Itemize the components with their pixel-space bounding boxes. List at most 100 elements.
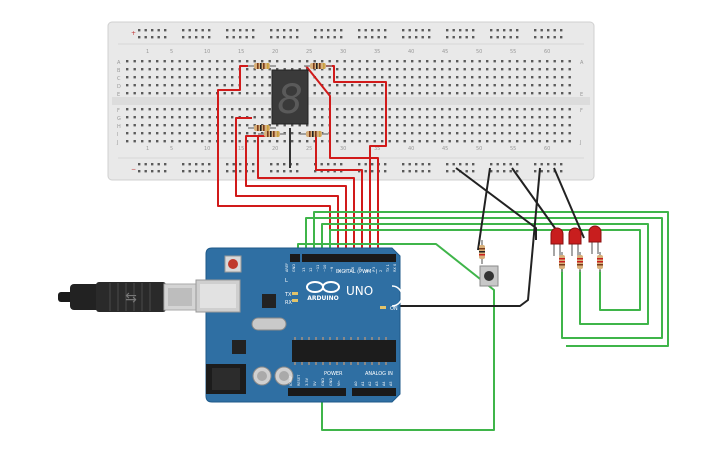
column-number: 20 xyxy=(272,146,278,152)
column-number: 10 xyxy=(204,49,210,55)
rail-minus-label: − xyxy=(131,166,136,173)
l-label: L xyxy=(285,278,288,284)
aref-label: AREF xyxy=(285,263,289,272)
row-letter: B xyxy=(117,68,121,74)
pin-label: TX 1 xyxy=(386,264,390,273)
column-number: 25 xyxy=(306,146,312,152)
row-letter: E xyxy=(117,92,120,98)
resistor[interactable] xyxy=(559,252,565,272)
button-pulldown-resistor[interactable] xyxy=(479,240,485,264)
row-letter: J xyxy=(116,140,118,146)
column-number: 60 xyxy=(544,146,550,152)
digital-label: DIGITAL (PWM~) xyxy=(336,269,378,275)
red-wire[interactable] xyxy=(325,65,387,256)
column-number: 45 xyxy=(442,49,448,55)
row-letter: E xyxy=(580,92,583,98)
breadboard-holes[interactable] xyxy=(126,29,571,173)
pin-label: RESET xyxy=(297,374,301,386)
resistor[interactable] xyxy=(258,131,286,137)
column-number: 1 xyxy=(146,146,149,152)
pin-label: 5V xyxy=(313,381,317,386)
usb-cable[interactable]: ⇆ xyxy=(58,282,197,312)
arduino-logo-text: ARDUINO xyxy=(307,295,338,302)
column-number: 60 xyxy=(544,49,550,55)
power-label: POWER xyxy=(324,371,343,377)
pin-label: 2 xyxy=(379,270,383,272)
column-number: 55 xyxy=(510,49,516,55)
column-number: 15 xyxy=(238,49,244,55)
pin-label: IOREF xyxy=(289,376,293,386)
on-label: ON xyxy=(390,306,398,312)
black-wire[interactable] xyxy=(553,167,585,239)
led[interactable] xyxy=(588,225,602,254)
display-digit: 8 xyxy=(277,77,302,123)
pin-label: 8 xyxy=(337,270,341,272)
arduino-uno-board[interactable]: ARDUINO UNO DIGITAL (PWM~) POWER ANALOG … xyxy=(195,247,403,403)
pin-label: ~5 xyxy=(358,267,362,272)
pin-label: GND xyxy=(321,378,325,386)
green-wire[interactable] xyxy=(305,217,663,339)
resistor[interactable] xyxy=(300,131,328,137)
pin-label: RX 0 xyxy=(393,264,397,272)
row-letter: J xyxy=(579,140,581,146)
row-letter: F xyxy=(117,108,120,114)
column-number: 5 xyxy=(170,146,173,152)
green-wire[interactable] xyxy=(321,223,649,325)
red-wire[interactable] xyxy=(257,135,355,256)
black-wire[interactable] xyxy=(455,167,537,240)
pin-label: ~10 xyxy=(323,265,327,272)
pin-label: A5 xyxy=(389,381,393,386)
green-wire[interactable] xyxy=(313,211,669,347)
resistor[interactable] xyxy=(577,252,583,272)
column-number: 35 xyxy=(374,146,380,152)
red-wire[interactable] xyxy=(235,117,339,256)
pin-label: ~11 xyxy=(316,265,320,272)
arduino-logo-icon xyxy=(306,281,340,293)
column-number: 10 xyxy=(204,146,210,152)
pin-label: A4 xyxy=(382,381,386,386)
usb-icon: ⇆ xyxy=(125,290,137,306)
pin-label: ~3 xyxy=(372,267,376,272)
row-letter: F xyxy=(580,108,583,114)
resistor[interactable] xyxy=(304,63,332,69)
red-wire[interactable] xyxy=(217,65,331,256)
push-button[interactable] xyxy=(479,265,499,287)
analog-header[interactable] xyxy=(352,388,396,396)
row-letter: A xyxy=(117,60,121,66)
column-number: 5 xyxy=(170,49,173,55)
digital-header[interactable] xyxy=(302,254,396,262)
pin-label: ~6 xyxy=(351,267,355,272)
column-number: 25 xyxy=(306,49,312,55)
row-letter: G xyxy=(117,116,121,122)
power-header[interactable] xyxy=(288,388,346,396)
board-model: UNO xyxy=(346,284,373,298)
red-wire[interactable] xyxy=(305,65,379,256)
pin-label: A3 xyxy=(375,381,379,386)
pin-label: 13 xyxy=(302,268,306,272)
pin-label: Vin xyxy=(337,380,341,386)
pin-label: 4 xyxy=(365,269,369,272)
breadboard-resistors[interactable] xyxy=(248,63,332,137)
reset-button[interactable] xyxy=(228,259,238,269)
led[interactable] xyxy=(550,227,564,256)
rx-label: RX xyxy=(285,300,292,306)
pin-label: 12 xyxy=(309,268,313,272)
breadboard[interactable]: + − 1 5 10 15 20 25 30 35 40 45 50 55 60… xyxy=(107,21,595,181)
resistor[interactable] xyxy=(248,125,276,131)
red-wire[interactable] xyxy=(245,135,347,256)
led[interactable] xyxy=(568,227,582,256)
pin-label: 7 xyxy=(344,270,348,272)
green-wire[interactable] xyxy=(329,229,641,311)
pin-label: ~9 xyxy=(330,267,334,272)
led-group[interactable] xyxy=(550,225,603,272)
green-wire[interactable] xyxy=(297,243,495,431)
column-number: 20 xyxy=(272,49,278,55)
seven-segment-display[interactable]: 8 xyxy=(271,69,309,125)
row-letter: C xyxy=(117,76,121,82)
resistor[interactable] xyxy=(597,252,603,272)
black-wire[interactable] xyxy=(477,167,491,251)
column-number: 45 xyxy=(442,146,448,152)
column-number: 1 xyxy=(146,49,149,55)
resistor[interactable] xyxy=(248,63,276,69)
